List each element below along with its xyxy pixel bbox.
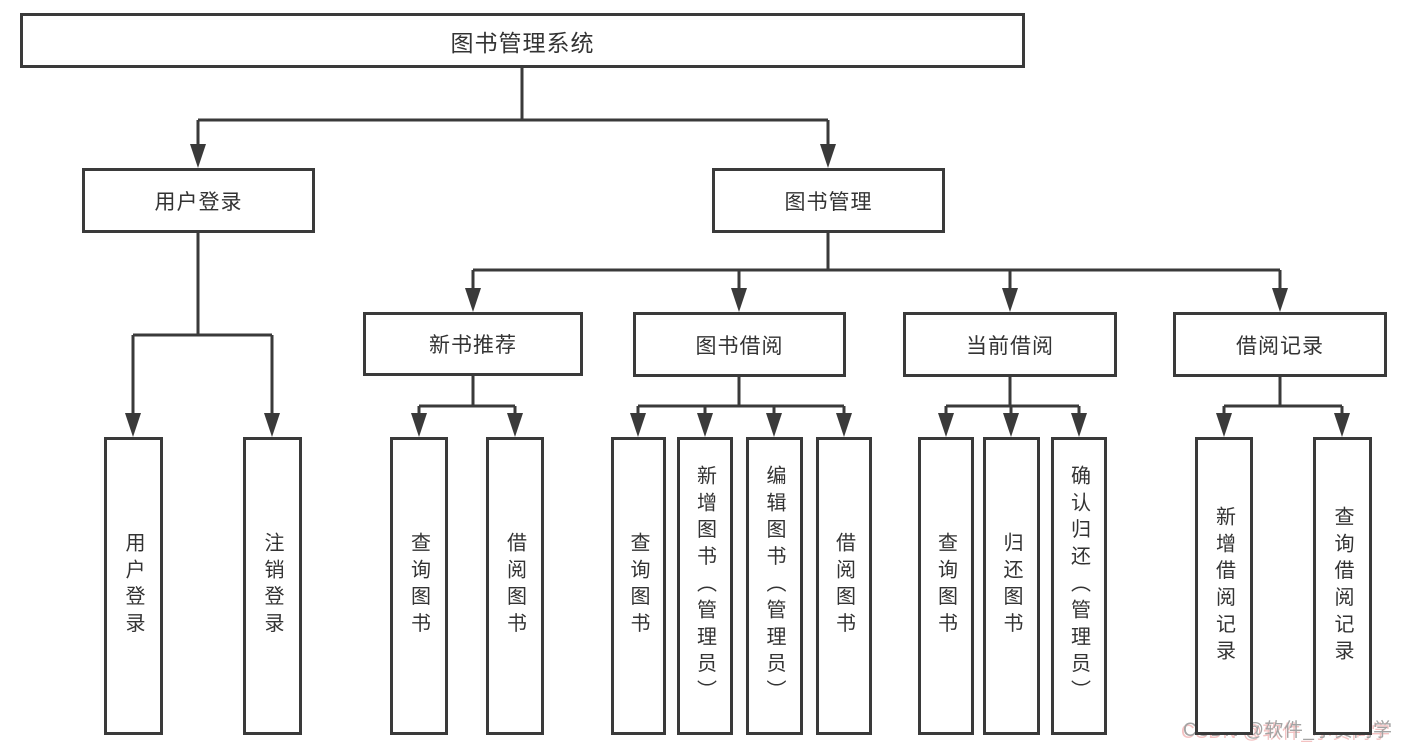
node-label: 查询图书 [407, 532, 430, 640]
arrowhead-icon [125, 413, 141, 437]
node-label: 查询借阅记录 [1331, 505, 1353, 667]
node-label: 用户登录 [154, 190, 243, 214]
node-label: 注销登录 [261, 532, 283, 640]
node-label: 新增图书（管理员） [693, 465, 716, 707]
node-label: 查询图书 [627, 532, 649, 640]
arrowhead-icon [697, 413, 713, 437]
node-book-borrow: 图书借阅 [633, 312, 846, 377]
node-leaf-add-record: 新增借阅记录 [1195, 437, 1253, 735]
arrowhead-icon [507, 413, 523, 437]
node-leaf-borrow-book-1: 借阅图书 [486, 437, 544, 735]
node-label: 新增借阅记录 [1212, 505, 1235, 667]
node-leaf-query-record: 查询借阅记录 [1313, 437, 1372, 735]
arrowhead-icon [1272, 288, 1288, 312]
arrowhead-icon [1216, 413, 1232, 437]
arrowhead-icon [1002, 288, 1018, 312]
arrowhead-icon [766, 413, 782, 437]
node-leaf-edit-book: 编辑图书（管理员） [746, 437, 803, 735]
edge-line [636, 377, 846, 419]
node-leaf-query-book-3: 查询图书 [918, 437, 974, 735]
node-leaf-query-book-1: 查询图书 [390, 437, 448, 735]
arrowhead-icon [1334, 413, 1350, 437]
node-label: 当前借阅 [966, 334, 1054, 358]
arrowhead-icon [820, 144, 836, 168]
arrowhead-icon [190, 144, 206, 168]
node-leaf-confirm-return: 确认归还（管理员） [1051, 437, 1107, 735]
node-leaf-add-book: 新增图书（管理员） [677, 437, 733, 735]
edge-line [417, 376, 517, 419]
arrowhead-icon [836, 413, 852, 437]
node-label: 图书管理系统 [450, 29, 595, 56]
edge-line [1222, 377, 1344, 419]
edge-line [131, 233, 274, 419]
edge-line [196, 68, 830, 150]
edge-line [471, 233, 1282, 294]
node-leaf-user-login: 用户登录 [104, 437, 163, 735]
node-book-management: 图书管理 [712, 168, 945, 233]
arrowhead-icon [1003, 413, 1019, 437]
node-label: 归还图书 [1000, 532, 1022, 640]
arrowhead-icon [465, 288, 481, 312]
node-new-book-recommend: 新书推荐 [363, 312, 583, 376]
node-system: 图书管理系统 [20, 13, 1025, 68]
node-label: 查询图书 [934, 532, 957, 640]
node-borrow-records: 借阅记录 [1173, 312, 1387, 377]
node-label: 确认归还（管理员） [1067, 465, 1090, 707]
node-label: 借阅记录 [1236, 334, 1324, 358]
arrowhead-icon [630, 413, 646, 437]
node-label: 借阅图书 [503, 532, 526, 640]
node-label: 新书推荐 [429, 334, 517, 357]
node-current-borrow: 当前借阅 [903, 312, 1117, 377]
arrowhead-icon [938, 413, 954, 437]
node-leaf-borrow-book-2: 借阅图书 [816, 437, 872, 735]
node-label: 用户登录 [122, 532, 144, 640]
node-leaf-logout: 注销登录 [243, 437, 302, 735]
arrowhead-icon [411, 413, 427, 437]
node-label: 借阅图书 [832, 532, 855, 640]
node-leaf-return-book: 归还图书 [983, 437, 1040, 735]
arrowhead-icon [731, 288, 747, 312]
arrowhead-icon [1071, 413, 1087, 437]
node-label: 图书管理 [784, 190, 873, 214]
node-leaf-query-book-2: 查询图书 [611, 437, 666, 735]
edge-line [944, 377, 1081, 419]
node-label: 图书借阅 [695, 334, 784, 358]
arrowhead-icon [264, 413, 280, 437]
node-user-login: 用户登录 [82, 168, 315, 233]
node-label: 编辑图书（管理员） [763, 465, 785, 707]
